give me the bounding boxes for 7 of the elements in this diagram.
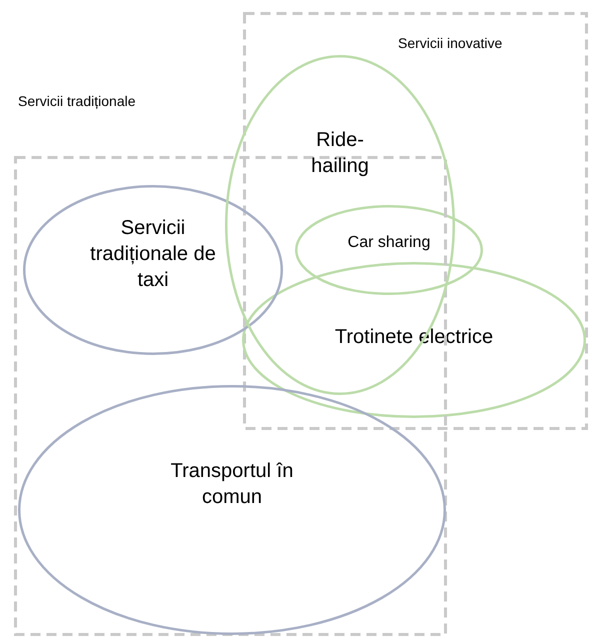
category-label: Ride-hailing (310, 128, 370, 179)
category-label: Trotinete electrice (334, 325, 494, 350)
category-label: Car sharing (346, 233, 432, 253)
category-label: Servicii tradiționale de taxi (89, 216, 217, 293)
category-label: Transportul în comun (170, 459, 294, 510)
group-label: Servicii inovative (398, 34, 504, 52)
group-label: Servicii tradiționale (18, 92, 136, 110)
